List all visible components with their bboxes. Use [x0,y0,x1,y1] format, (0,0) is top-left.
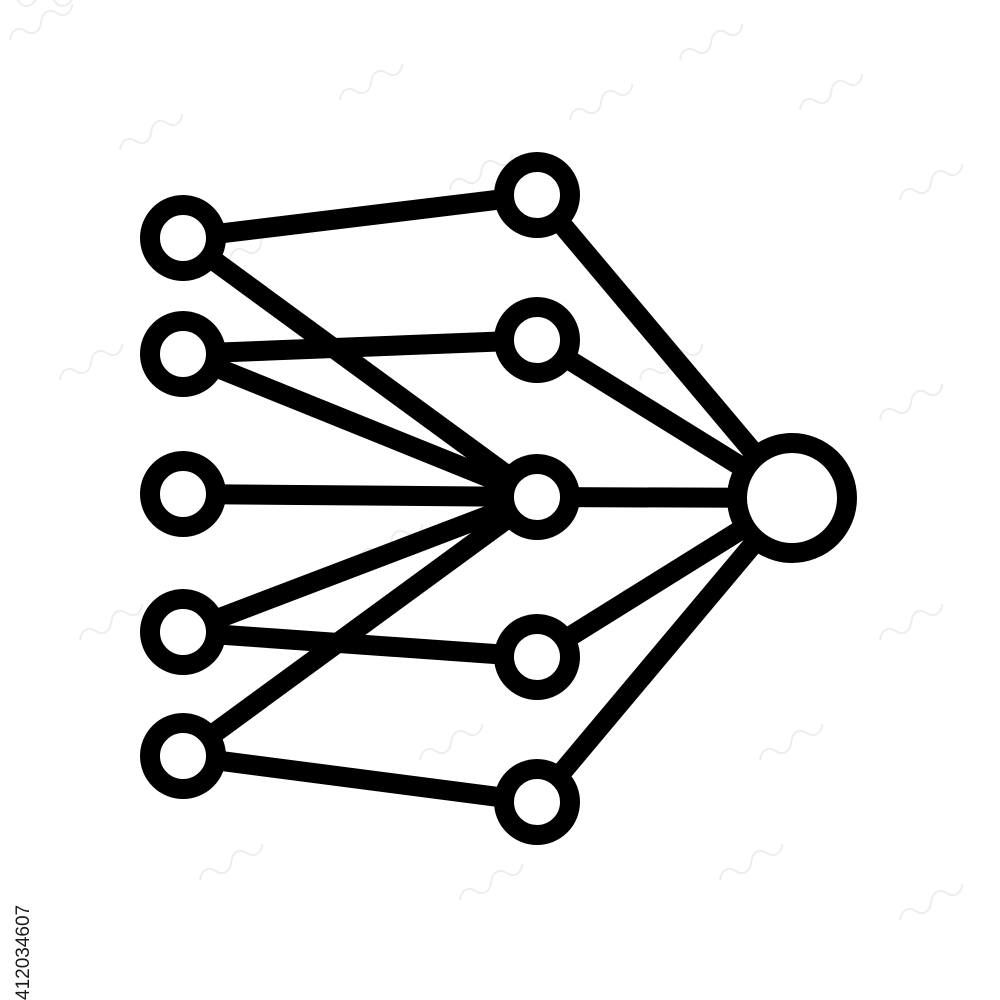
edge [527,185,802,508]
input-node [140,589,226,675]
edge [173,330,547,364]
edge [173,622,547,667]
edge [173,344,547,507]
middle-node [494,614,580,700]
edge [173,228,547,507]
stock-id-label: 412034607 [13,905,34,1000]
edge [173,487,547,642]
stock-id-text: 412034607 [13,905,34,1000]
hub-node [727,433,857,563]
network-edges [173,185,802,812]
input-node [140,311,226,397]
edge [173,185,547,248]
edge [173,487,547,766]
input-node [140,195,226,281]
middle-node [494,759,580,845]
network-nodes [140,152,857,845]
middle-node [494,454,580,540]
edge [173,484,547,507]
input-node [140,713,226,799]
middle-node [494,152,580,238]
watermark-pattern [0,0,967,927]
edge [527,488,802,812]
edge [173,746,547,812]
input-node [140,451,226,537]
middle-node [494,297,580,383]
